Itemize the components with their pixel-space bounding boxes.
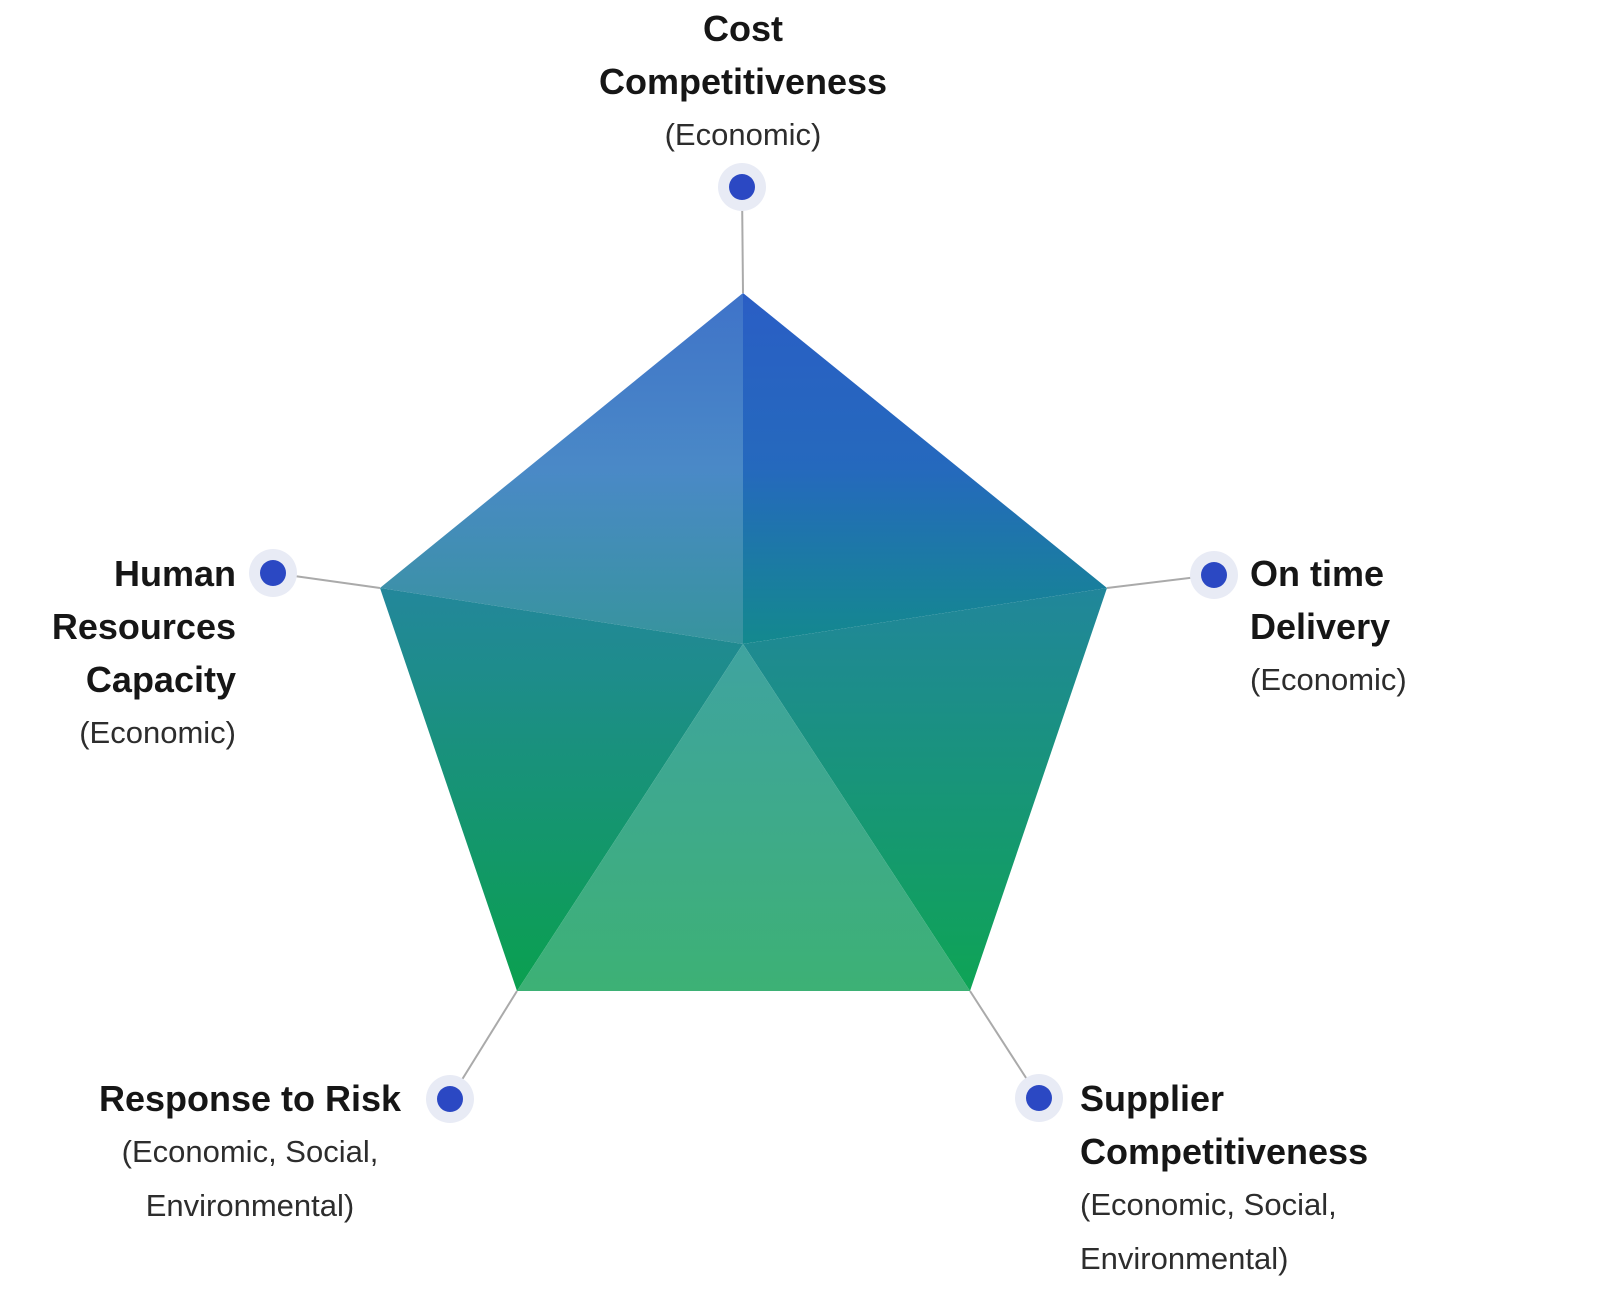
label-title-line: Delivery [1250,606,1391,647]
node-dot-on-time-delivery [1190,551,1238,599]
pentagon-face-bottom [517,644,970,991]
label-category: (Economic) [1250,662,1407,697]
node-dot-cost-competitiveness [718,163,766,211]
label-category: Environmental) [1080,1241,1289,1276]
node-dot-supplier-competitiveness [1015,1074,1063,1122]
pentagon-face-left [380,588,743,991]
label-title-line: Competitiveness [1080,1131,1369,1172]
label-title-line: Capacity [85,659,236,700]
label-cost-competitiveness: Cost Competitiveness (Economic) [443,2,1043,162]
label-title-line: Response to Risk [98,1078,402,1119]
label-category: (Economic, Social, [1080,1187,1337,1222]
node-dot-human-resources-capacity [249,549,297,597]
label-title-line: Supplier [1080,1078,1225,1119]
label-title-line: Resources [51,606,236,647]
pentagon-face-top-right [743,293,1107,644]
label-title-line: On time [1250,553,1385,594]
pentagon-shape [380,293,1107,991]
label-response-to-risk: Response to Risk (Economic, Social, Envi… [40,1072,460,1233]
pentagon-face-right [743,588,1107,991]
node-dot-response-to-risk [426,1075,474,1123]
label-title-line: Cost [703,8,783,49]
label-category: (Economic) [79,715,236,750]
label-title-line: Competitiveness [598,61,888,102]
label-category: (Economic) [664,117,822,152]
label-category: (Economic, Social, [121,1134,379,1169]
label-title-line: Human [113,553,236,594]
pentagon-face-top-left [380,293,743,644]
label-category: Environmental) [145,1188,355,1223]
label-on-time-delivery: On time Delivery (Economic) [1250,547,1407,707]
node-dots [249,163,1238,1123]
label-supplier-competitiveness: Supplier Competitiveness (Economic, Soci… [1080,1072,1368,1286]
label-human-resources-capacity: Human Resources Capacity (Economic) [0,547,236,760]
